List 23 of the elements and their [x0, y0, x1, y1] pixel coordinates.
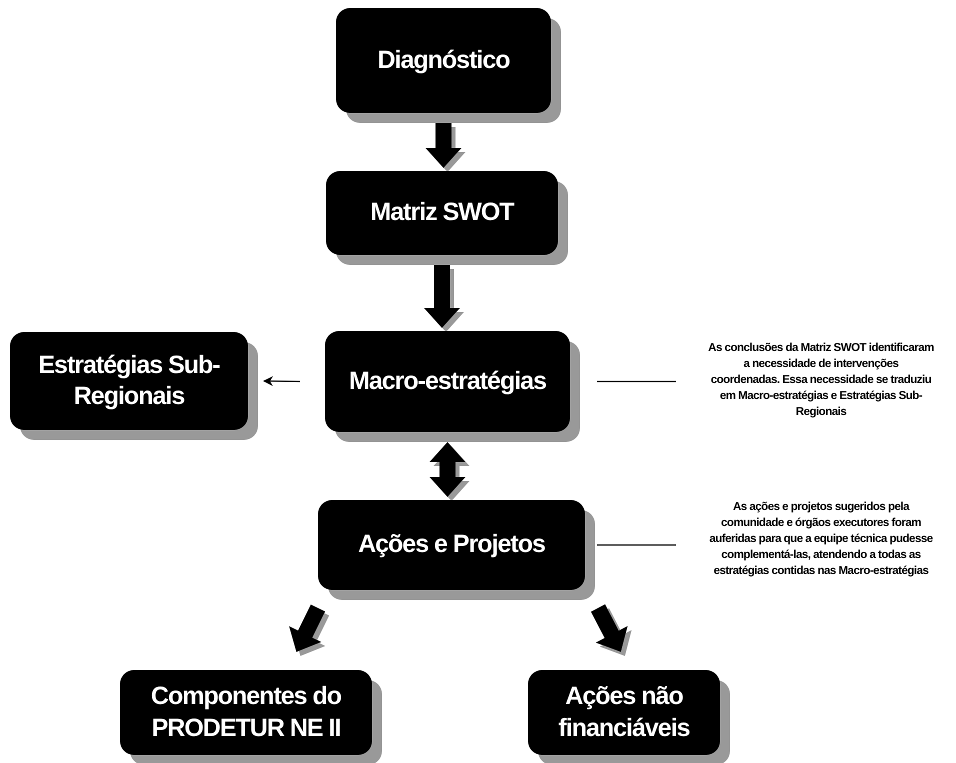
box-label: Diagnóstico [377, 44, 510, 76]
box-label: Matriz SWOT [370, 197, 514, 228]
box-label: Ações e Projetos [358, 529, 545, 560]
note-text: As ações e projetos sugeridos pela comunidade e órgãos executores foram auferidas para que a equipe técnica pudesse complementá-las, atendendo a todas as estratégias contidas nas Macro-estratégias [708, 500, 934, 580]
box-label: Ações não financiáveis [557, 681, 691, 744]
box-label: Macro-estratégias [349, 366, 546, 397]
block-arrow [430, 442, 466, 497]
process-box [318, 500, 585, 590]
process-box [325, 331, 570, 432]
arrow [263, 376, 300, 386]
block-arrow [424, 265, 460, 328]
block-arrow [289, 604, 326, 652]
process-box [120, 670, 372, 755]
process-box [326, 171, 558, 255]
connector-line [597, 380, 676, 382]
process-box [336, 8, 551, 113]
box-label: Componentes do PRODETUR NE II [150, 681, 342, 744]
process-box [10, 332, 248, 430]
block-arrow [590, 604, 628, 652]
process-box [528, 670, 720, 755]
box-label: Estratégias Sub-Regionais [37, 350, 221, 412]
note-text: As conclusões da Matriz SWOT identificaram a necessidade de intervenções coordenadas. Essa necessidade se traduziu em Macro-estratégias e Estratégias Sub-Regionais [708, 340, 934, 420]
block-arrow [426, 123, 462, 168]
